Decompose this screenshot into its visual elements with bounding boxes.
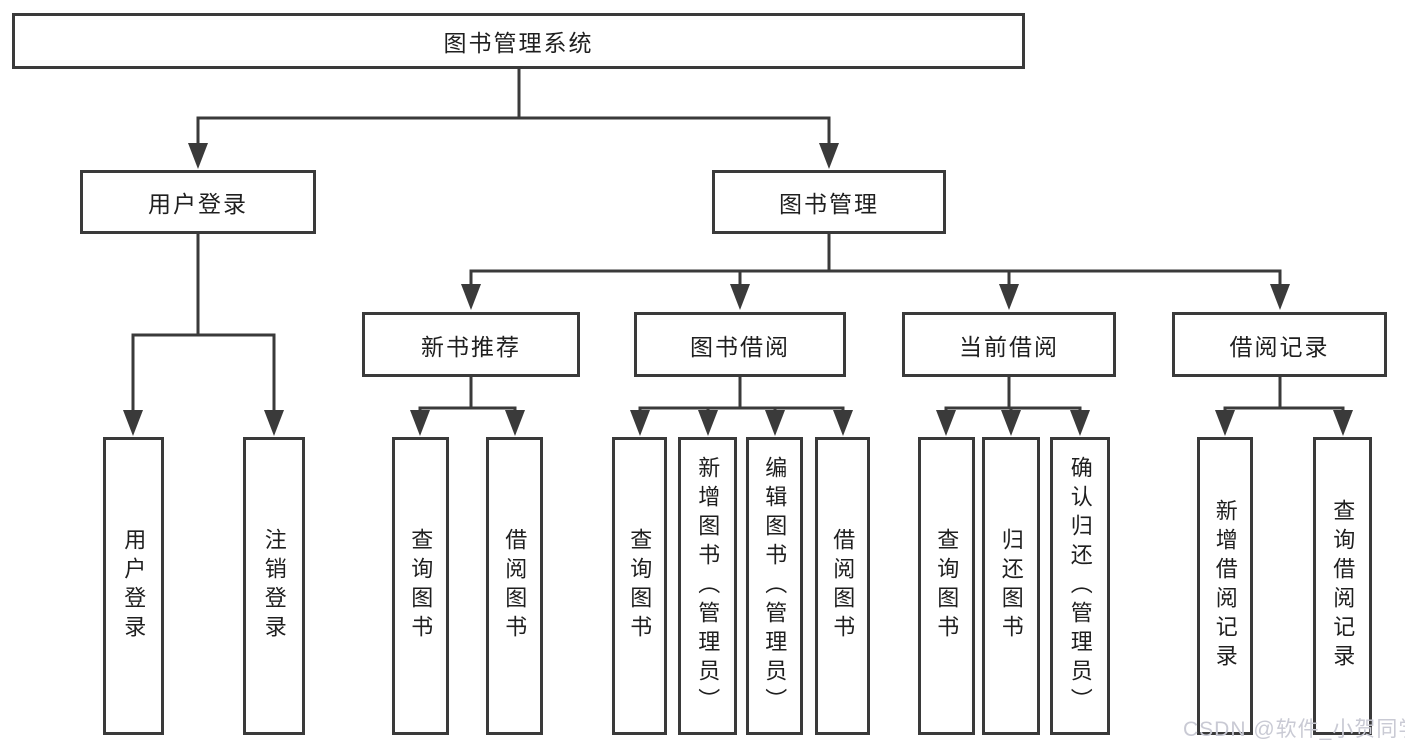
- node-confirm-return-admin: 确认归还（管理员）: [1050, 437, 1110, 735]
- node-query-books-recommend: 查询图书: [392, 437, 449, 735]
- node-label: 注销登录: [261, 528, 287, 644]
- node-label: 查询图书: [934, 528, 960, 644]
- node-label: 新书推荐: [421, 333, 521, 360]
- node-user-login: 用户登录: [80, 170, 316, 234]
- node-user-login-leaf: 用户登录: [103, 437, 164, 735]
- node-root-system: 图书管理系统: [12, 13, 1025, 69]
- csdn-watermark: CSDN @软件_小贺同学: [1183, 718, 1405, 741]
- node-label: 确认归还（管理员）: [1067, 455, 1093, 717]
- node-add-borrow-record: 新增借阅记录: [1197, 437, 1253, 735]
- node-label: 查询借阅记录: [1330, 499, 1356, 673]
- node-label: 借阅图书: [830, 528, 856, 644]
- node-return-book: 归还图书: [982, 437, 1040, 735]
- node-label: 用户登录: [148, 191, 248, 217]
- node-logout-leaf: 注销登录: [243, 437, 305, 735]
- node-add-book-admin: 新增图书（管理员）: [678, 437, 737, 735]
- node-query-books-current: 查询图书: [918, 437, 975, 735]
- node-current-borrowing: 当前借阅: [902, 312, 1116, 377]
- node-query-borrow-record: 查询借阅记录: [1313, 437, 1372, 735]
- node-borrowing-records: 借阅记录: [1172, 312, 1387, 377]
- node-label: 图书管理: [779, 191, 879, 217]
- node-label: 编辑图书（管理员）: [762, 455, 788, 717]
- node-new-book-recommend: 新书推荐: [362, 312, 580, 377]
- node-edit-book-admin: 编辑图书（管理员）: [746, 437, 803, 735]
- node-book-borrowing: 图书借阅: [634, 312, 846, 377]
- node-label: 借阅图书: [502, 528, 528, 644]
- node-borrow-books-recommend: 借阅图书: [486, 437, 543, 735]
- node-label: 用户登录: [121, 528, 147, 644]
- node-label: 当前借阅: [959, 333, 1059, 360]
- node-label: 归还图书: [998, 528, 1024, 644]
- node-label: 新增图书（管理员）: [695, 455, 721, 717]
- node-label: 图书管理系统: [443, 30, 594, 56]
- node-query-books-borrow: 查询图书: [612, 437, 667, 735]
- node-label: 借阅记录: [1229, 333, 1330, 360]
- node-book-management: 图书管理: [712, 170, 946, 234]
- node-label: 查询图书: [408, 528, 434, 644]
- node-borrow-books: 借阅图书: [815, 437, 870, 735]
- node-label: 新增借阅记录: [1212, 499, 1238, 673]
- node-label: 图书借阅: [690, 333, 790, 360]
- node-label: 查询图书: [627, 528, 653, 644]
